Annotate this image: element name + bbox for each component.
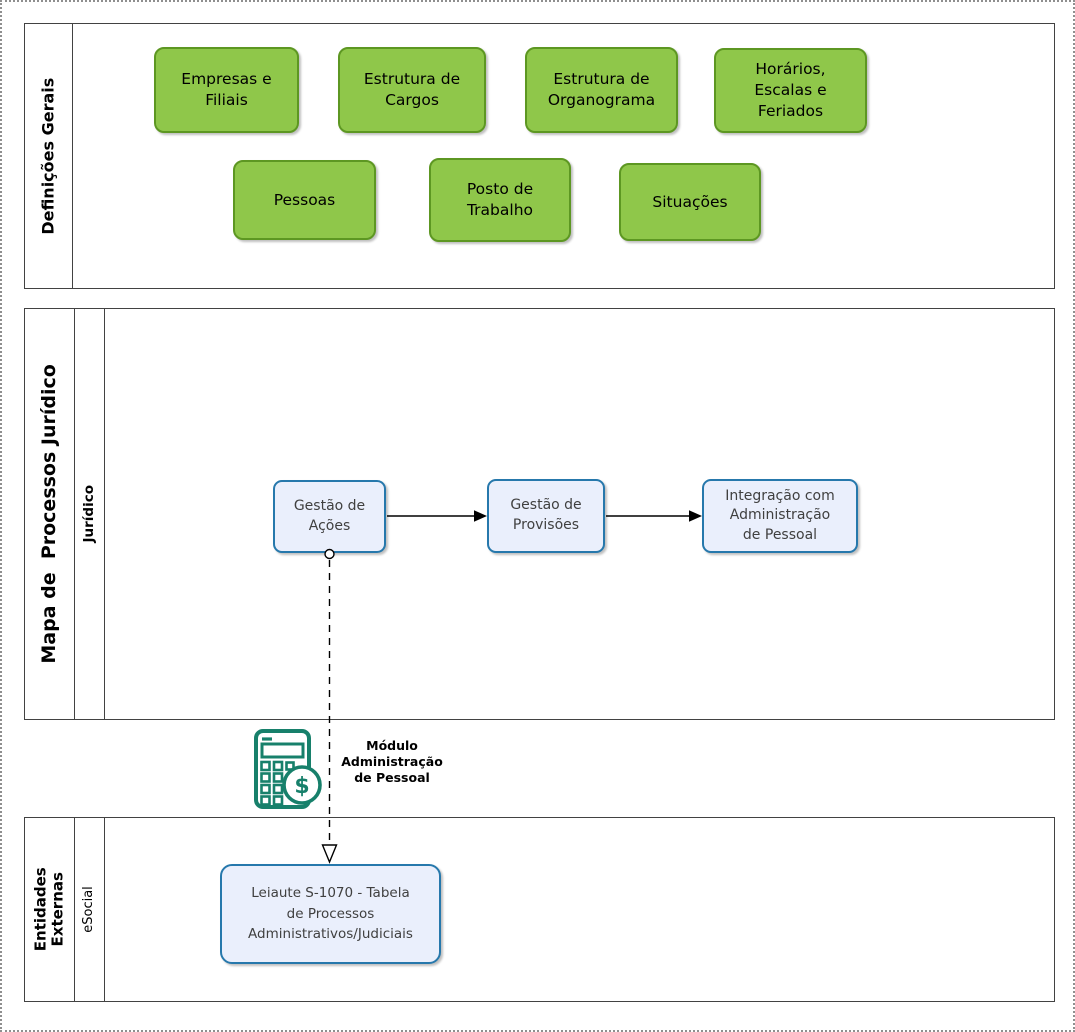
node-gestao-de-acoes: Gestão de Ações (273, 480, 386, 553)
node-gestao-de-provisoes: Gestão de Provisões (487, 479, 605, 553)
lane-label-esocial: eSocial (81, 886, 97, 933)
node-posto-de-trabalho: Posto de Trabalho (429, 158, 571, 242)
node-empresas-e-filiais: Empresas e Filiais (154, 47, 299, 133)
node-leiaute-s1070: Leiaute S-1070 - Tabela de Processos Adm… (220, 864, 441, 964)
calculator-dollar-icon: $ (254, 729, 322, 809)
lane-header-definicoes-gerais: Definições Gerais (25, 24, 73, 288)
node-situacoes: Situações (619, 163, 761, 241)
lane-label-mapa-processos-juridico: Mapa de Processos Jurídico (37, 364, 60, 664)
lane-label-entidades-externas: Entidades Externas (31, 867, 67, 952)
lane-header-esocial: eSocial (75, 818, 105, 1001)
node-estrutura-de-cargos: Estrutura de Cargos (338, 47, 486, 133)
lane-header-juridico: Jurídico (75, 309, 105, 719)
annotation-modulo-administracao-de-pessoal: Módulo Administração de Pessoal (341, 738, 443, 785)
pool-entidades-externas: Entidades Externas eSocial (24, 817, 1055, 1002)
node-integracao-administracao-de-pessoal: Integração com Administração de Pessoal (702, 479, 858, 553)
svg-text:$: $ (294, 774, 309, 799)
node-horarios-escalas-feriados: Horários, Escalas e Feriados (714, 48, 867, 133)
lane-header-entidades-externas: Entidades Externas (25, 818, 75, 1001)
node-estrutura-de-organograma: Estrutura de Organograma (525, 47, 678, 133)
node-pessoas: Pessoas (233, 160, 376, 240)
lane-header-mapa-processos: Mapa de Processos Jurídico (25, 309, 75, 719)
lane-label-juridico: Jurídico (80, 485, 97, 543)
lane-label-definicoes-gerais: Definições Gerais (38, 77, 58, 235)
